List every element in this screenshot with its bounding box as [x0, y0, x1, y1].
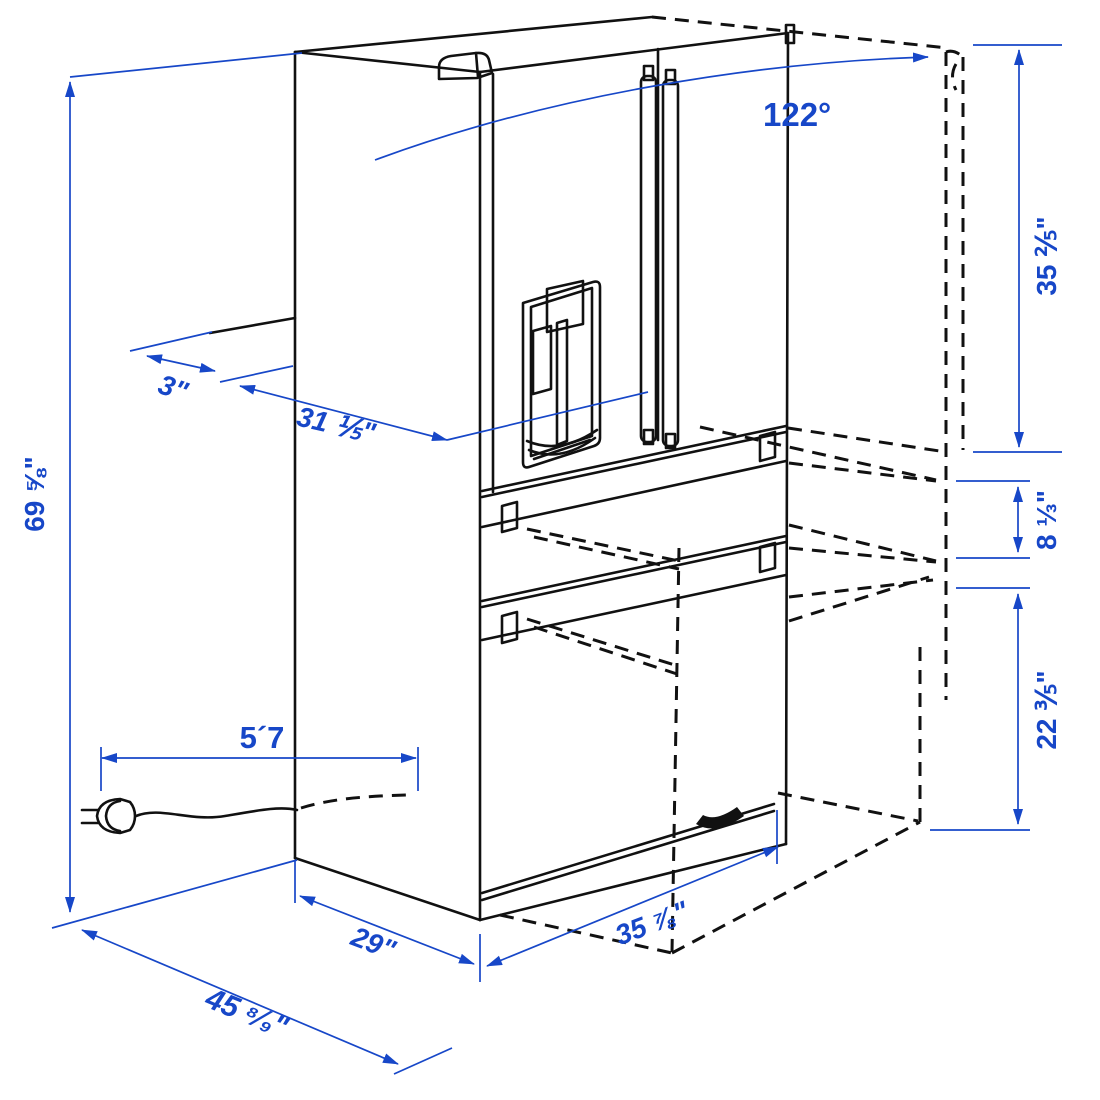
right-door-hinge — [784, 23, 796, 45]
water-dispenser — [521, 279, 602, 469]
refrigerator-drawing — [80, 15, 796, 922]
dimension-side-clearance: 3" — [129, 331, 294, 408]
dispenser-display — [545, 279, 585, 334]
dispenser-recess — [521, 280, 602, 469]
cabinet-outline — [293, 15, 790, 922]
open-door-handle — [951, 63, 958, 91]
power-cord-hidden — [300, 793, 409, 810]
dimension-cabinet-depth: 29" — [294, 861, 481, 982]
dimension-power-cord-length: 5´7 — [100, 720, 419, 791]
hidden-projection-lines — [300, 15, 965, 955]
dimension-bottom-section-height: 22 ⅗" — [930, 587, 1062, 831]
door-handle-left — [639, 64, 658, 446]
dispenser-paddle — [555, 318, 569, 447]
angle-arc — [374, 52, 929, 161]
dimension-middle-drawer-height: 8 ⅓" — [956, 480, 1062, 559]
dimension-cabinet-width: 35 ⅞" — [486, 810, 779, 967]
cabinet-depth-label: 29" — [346, 920, 400, 965]
cabinet-width-label: 35 ⅞" — [611, 895, 693, 951]
dimension-door-section-height: 35 ⅖" — [973, 44, 1062, 453]
middle-drawer-height-label: 8 ⅓" — [1031, 490, 1062, 550]
base-roller — [696, 807, 744, 829]
drawer-band-upper — [480, 430, 788, 534]
dispenser-ice-chute — [531, 324, 553, 396]
wall-reference-line — [208, 316, 297, 335]
dimension-door-open-angle: 122° — [374, 52, 929, 161]
base — [480, 802, 776, 902]
side-clearance-label: 3" — [154, 369, 192, 408]
bottom-section-height-label: 22 ⅗" — [1031, 670, 1062, 749]
total-depth-door-open-label: 45 ⁸⁄₉" — [200, 982, 293, 1045]
door-handle-right — [661, 68, 680, 450]
door-section-height-label: 35 ⅖" — [1031, 216, 1062, 295]
hinge-cover-edge — [474, 51, 480, 79]
open-door-outline — [651, 15, 965, 700]
total-height-label: 69 ⅝" — [19, 456, 50, 532]
drawer-band-lower — [480, 534, 788, 645]
french-doors — [480, 47, 788, 499]
power-cord-length-label: 5´7 — [240, 720, 285, 755]
open-drawer-projection — [526, 425, 937, 953]
door-open-angle-label: 122° — [763, 96, 831, 133]
dimension-total-depth-door-open: 45 ⁸⁄₉" — [81, 929, 453, 1075]
dimension-door-clearance: 31 ⅕" — [239, 384, 649, 449]
drip-tray — [525, 428, 599, 448]
hinge-cover — [437, 51, 494, 81]
power-plug — [80, 797, 137, 835]
dimension-total-height: 69 ⅝" — [19, 52, 303, 929]
floor-clearance-outline — [499, 640, 922, 955]
plug-prongs — [80, 808, 100, 825]
power-cord — [134, 807, 299, 819]
door-clearance-label: 31 ⅕" — [294, 401, 379, 449]
